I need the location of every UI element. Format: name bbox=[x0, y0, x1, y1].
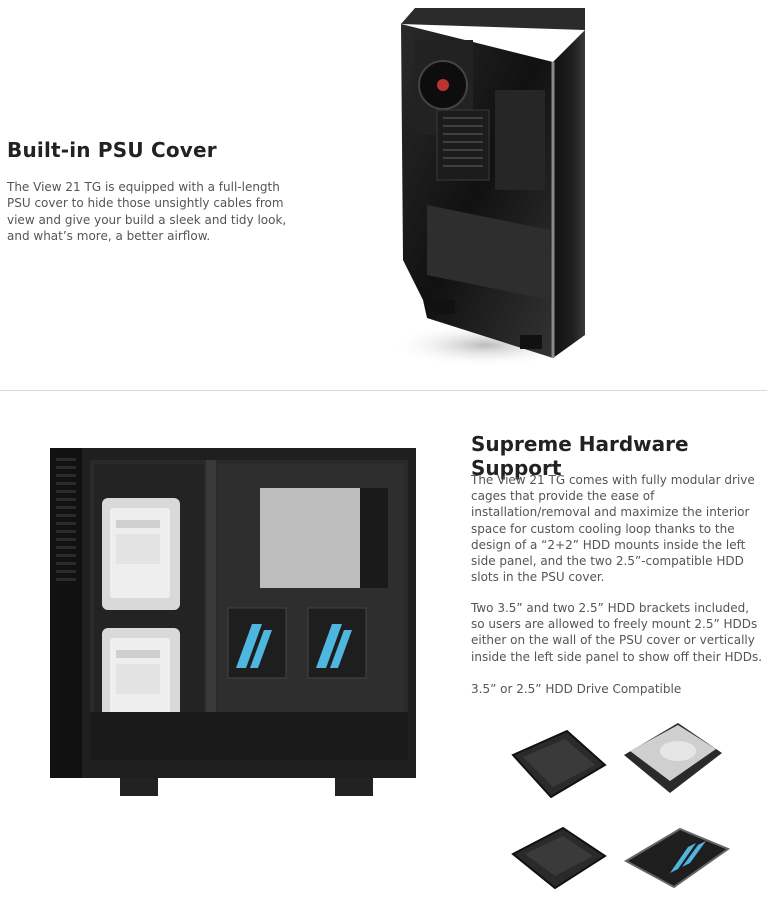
hardware-support-title: Supreme Hardware Support bbox=[471, 432, 689, 480]
ssd-drive-image bbox=[622, 815, 732, 901]
case-front-image bbox=[385, 0, 585, 372]
hdd-drive-image bbox=[618, 715, 728, 805]
hardware-support-paragraph-2: Two 3.5” and two 2.5” HDD brackets inclu… bbox=[471, 601, 763, 664]
psu-cover-description: The View 21 TG is equipped with a full-l… bbox=[7, 180, 287, 243]
hdd-bracket-image-1 bbox=[505, 725, 610, 805]
case-interior-image bbox=[50, 448, 416, 802]
section-divider bbox=[0, 390, 767, 391]
hdd-bracket-image-2 bbox=[505, 818, 610, 898]
hdd-compatibility-note: 3.5” or 2.5” HDD Drive Compatible bbox=[471, 682, 682, 696]
hardware-support-paragraph-1: The View 21 TG comes with fully modular … bbox=[471, 473, 755, 585]
psu-cover-title: Built-in PSU Cover bbox=[7, 138, 217, 162]
